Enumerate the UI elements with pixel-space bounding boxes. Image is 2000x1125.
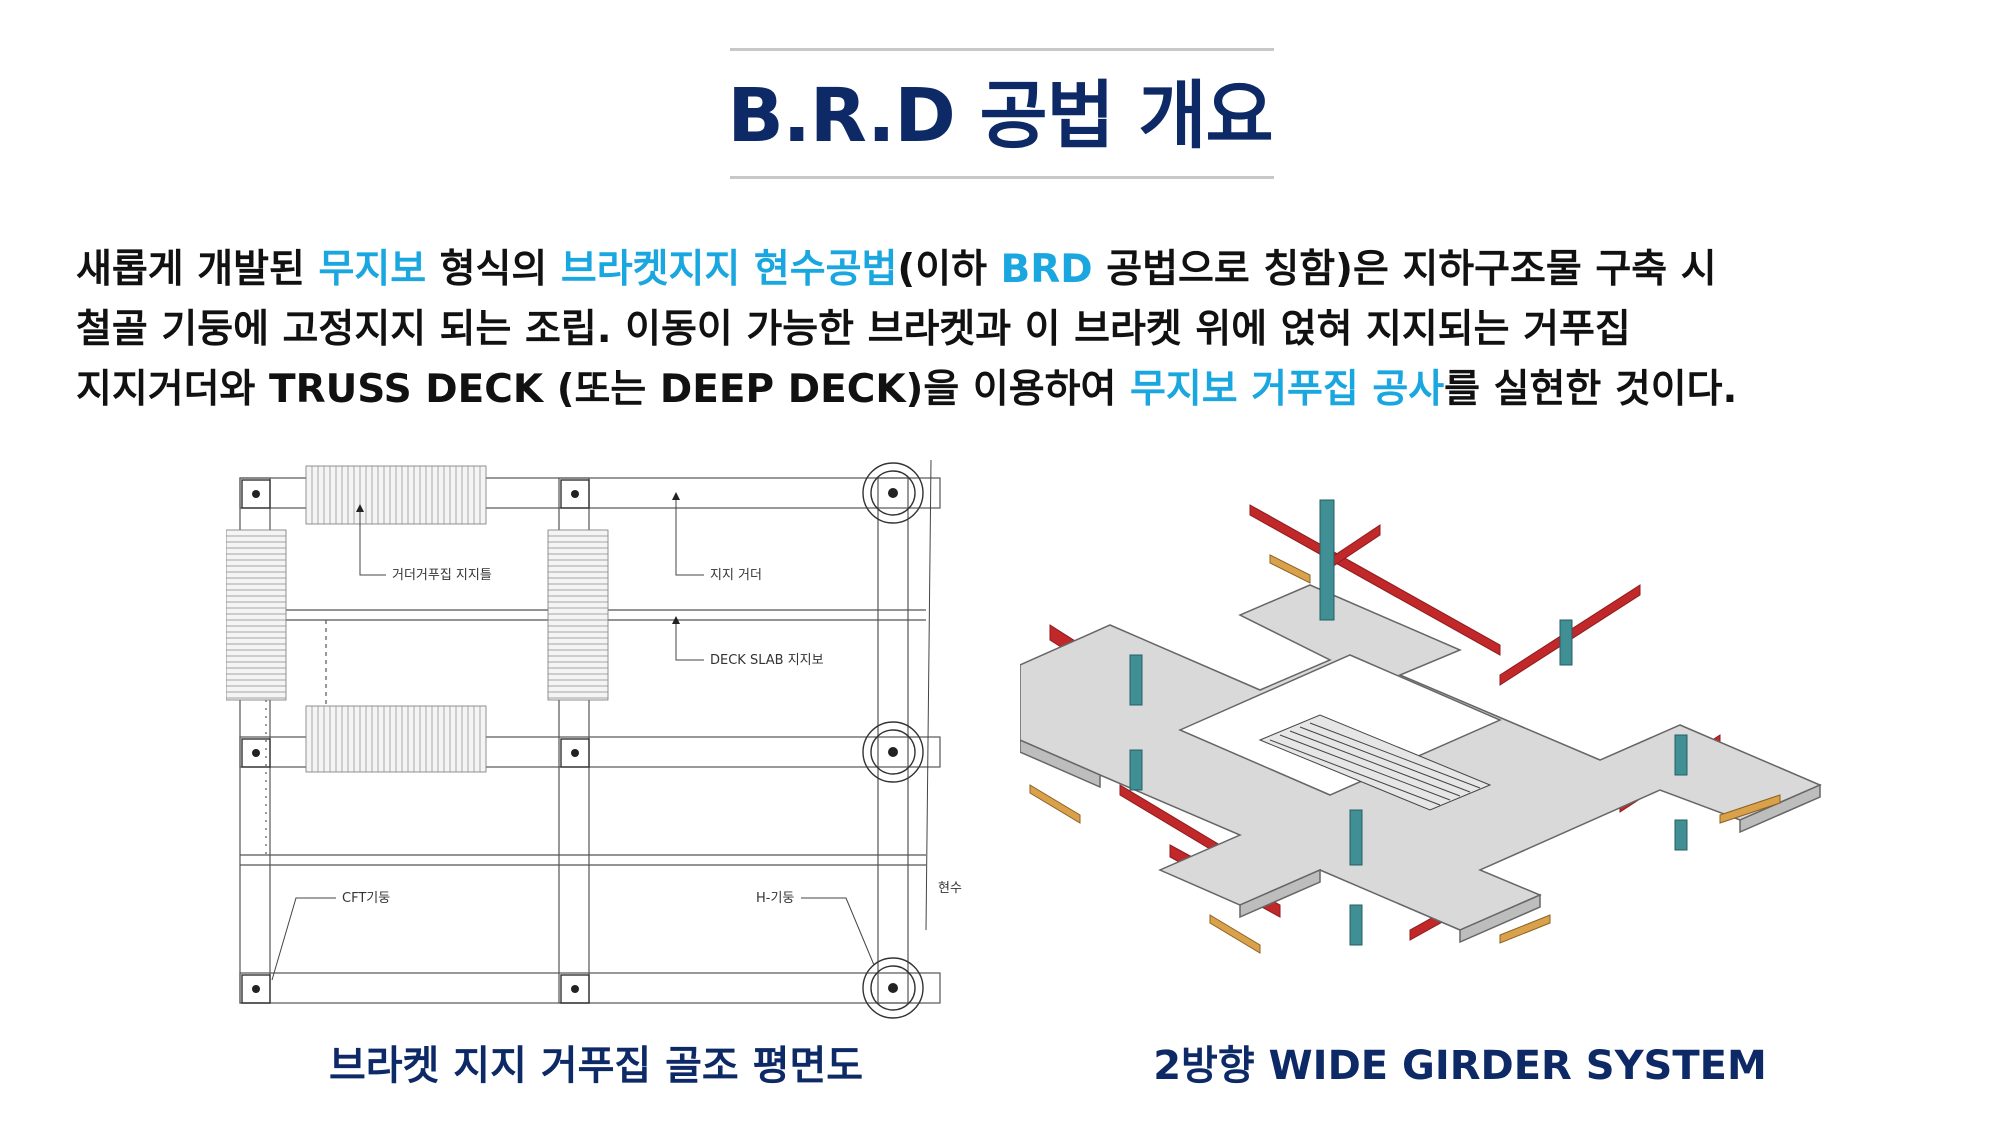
label-h-column: H-기둥 (756, 891, 794, 906)
title-rule-top (730, 48, 1274, 51)
plan-drawing-svg: 거더거푸집 지지틀 지지 거더 DECK SLAB 지지보 CFT기둥 H-기둥… (226, 460, 962, 1019)
intro-paragraph: 새롭게 개발된 무지보 형식의 브라켓지지 현수공법(이하 BRD 공법으로 칭… (76, 240, 1936, 420)
plan-caption: 브라켓 지지 거푸집 골조 평면도 (328, 1043, 864, 1089)
label-deck-slab-beam: DECK SLAB 지지보 (710, 653, 824, 668)
intro-line-1: 새롭게 개발된 무지보 형식의 브라켓지지 현수공법(이하 BRD 공법으로 칭… (76, 240, 1936, 300)
iso-caption: 2방향 WIDE GIRDER SYSTEM (1153, 1043, 1767, 1089)
intro-text: 지지거더와 TRUSS DECK (또는 DEEP DECK)을 이용하여 (76, 367, 1130, 412)
label-formwork-support: 거더거푸집 지지틀 (392, 568, 492, 583)
iso-drawing (1020, 485, 1870, 985)
plan-drawing: 거더거푸집 지지틀 지지 거더 DECK SLAB 지지보 CFT기둥 H-기둥… (226, 460, 966, 1020)
label-hanger: 현수 (938, 881, 962, 896)
intro-highlight: BRD (1000, 247, 1093, 292)
intro-highlight: 무지보 거푸집 공사 (1129, 367, 1445, 412)
intro-text: 새롭게 개발된 (76, 247, 319, 292)
intro-text: 형식의 (426, 247, 561, 292)
iso-drawing-svg (1020, 499, 1822, 954)
title-rule-bottom (730, 176, 1274, 179)
intro-text: 를 실현한 것이다. (1444, 367, 1738, 412)
intro-line-3: 지지거더와 TRUSS DECK (또는 DEEP DECK)을 이용하여 무지… (76, 360, 1936, 420)
intro-line-2: 철골 기둥에 고정지지 되는 조립. 이동이 가능한 브라켓과 이 브라켓 위에… (76, 300, 1936, 360)
page-title: B.R.D 공법 개요 (727, 73, 1273, 159)
intro-highlight: 무지보 (318, 247, 427, 292)
intro-text: 철골 기둥에 고정지지 되는 조립. 이동이 가능한 브라켓과 이 브라켓 위에… (76, 307, 1631, 352)
label-cft-column: CFT기둥 (342, 891, 390, 906)
intro-text: (이하 (897, 247, 1001, 292)
intro-text: 공법으로 칭함)은 지하구조물 구축 시 (1092, 247, 1717, 292)
intro-highlight: 브라켓지지 현수공법 (560, 247, 898, 292)
label-support-girder: 지지 거더 (710, 568, 762, 583)
